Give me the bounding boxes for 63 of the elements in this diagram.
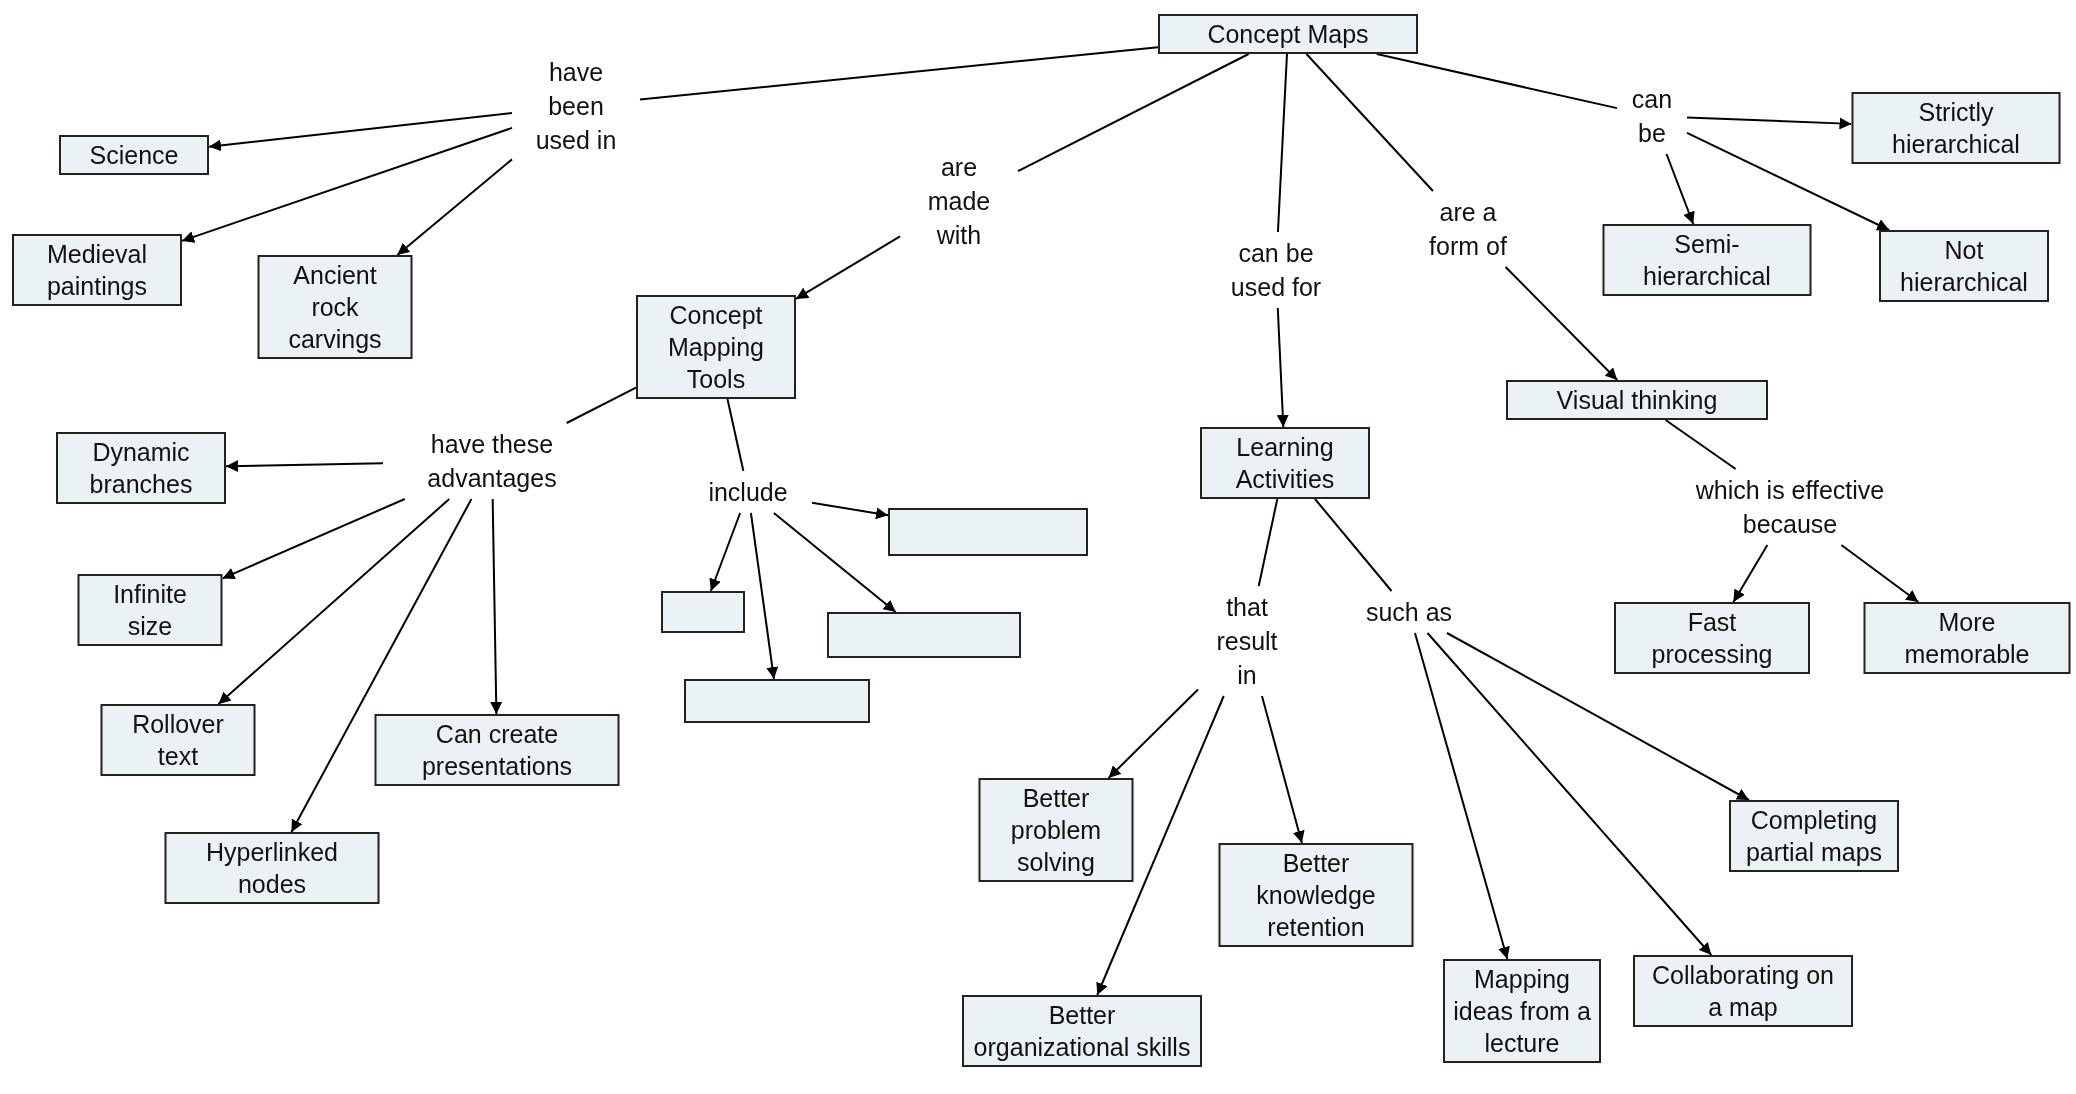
concept-box xyxy=(661,591,745,633)
arrow xyxy=(217,498,451,705)
concept-box: Hyperlinked nodes xyxy=(164,832,380,904)
arrow xyxy=(1276,307,1289,428)
arrow xyxy=(1686,116,1853,130)
arrow xyxy=(1686,131,1891,231)
connector-line xyxy=(1305,53,1434,192)
arrow xyxy=(1096,695,1225,996)
concept-box: Better organizational skills xyxy=(962,995,1202,1067)
concept-box xyxy=(827,612,1021,658)
concept-box: Learning Activities xyxy=(1200,427,1370,499)
concept-box: Concept Mapping Tools xyxy=(636,295,796,399)
concept-box: Better problem solving xyxy=(978,778,1134,882)
concept-box: Strictly hierarchical xyxy=(1851,92,2061,164)
connector-line xyxy=(639,46,1159,101)
connector-line xyxy=(565,386,637,424)
concept-box: Infinite size xyxy=(77,574,223,646)
concept-box: Semi-hierarchical xyxy=(1602,224,1812,296)
arrow xyxy=(1413,632,1510,960)
arrow xyxy=(1504,266,1619,381)
connector-line xyxy=(1257,498,1279,587)
concept-box: Not hierarchical xyxy=(1879,230,2049,302)
arrow xyxy=(795,235,901,300)
concept-box xyxy=(684,679,870,723)
arrow xyxy=(490,498,503,715)
concept-box: Ancient rock carvings xyxy=(257,255,413,359)
arrow xyxy=(1426,632,1713,956)
connector-line xyxy=(1664,419,1737,470)
arrow xyxy=(1665,153,1695,225)
arrow xyxy=(1732,544,1769,603)
arrow xyxy=(811,501,889,520)
arrow xyxy=(290,498,473,833)
concept-box: Mapping ideas from a lecture xyxy=(1443,959,1601,1063)
arrow xyxy=(396,158,513,256)
arrow xyxy=(1445,632,1750,801)
concept-box: Collaborating on a map xyxy=(1633,955,1853,1027)
arrow xyxy=(221,498,406,580)
concept-box: More memorable xyxy=(1863,602,2071,674)
arrow xyxy=(709,512,742,592)
arrow xyxy=(225,460,384,473)
concept-box: Science xyxy=(59,135,209,175)
arrow xyxy=(772,512,897,613)
arrow xyxy=(1260,695,1305,844)
concept-box: Fast processing xyxy=(1614,602,1810,674)
connector-line xyxy=(1276,53,1288,233)
concept-box: Completing partial maps xyxy=(1729,800,1899,872)
arrow xyxy=(1840,544,1920,603)
concept-box: Can create presentations xyxy=(374,714,620,786)
concept-box: Rollover text xyxy=(100,704,256,776)
connector-line xyxy=(726,398,745,472)
concept-box: Better knowledge retention xyxy=(1218,843,1414,947)
connector-line xyxy=(1017,53,1250,173)
connector-line xyxy=(1313,498,1393,592)
arrow xyxy=(181,126,513,243)
concept-box: Medieval paintings xyxy=(12,234,182,306)
arrow xyxy=(208,112,513,152)
concept-box: Dynamic branches xyxy=(56,432,226,504)
concept-box: Visual thinking xyxy=(1506,380,1768,420)
concept-box xyxy=(888,508,1088,556)
concept-box: Concept Maps xyxy=(1158,14,1418,54)
arrow xyxy=(749,512,779,680)
connector-line xyxy=(1375,53,1618,110)
arrow xyxy=(1107,688,1199,779)
